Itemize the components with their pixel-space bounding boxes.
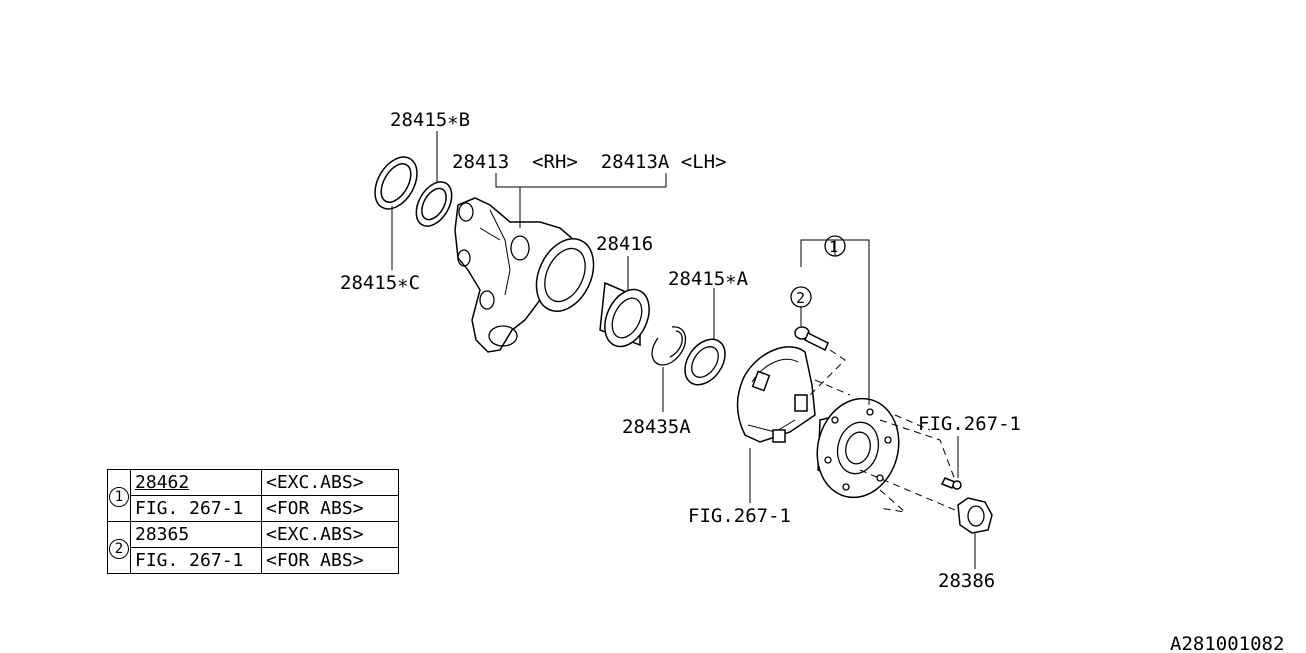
sensor-screw [940, 477, 962, 490]
table-note-cell: <FOR ABS> [261, 547, 399, 574]
table-note-cell: <FOR ABS> [261, 495, 399, 522]
hub-flange [816, 397, 900, 499]
hub-bolt [794, 326, 829, 352]
table-note-cell: <EXC.ABS> [261, 521, 399, 548]
table-row: FIG. 267-1 <FOR ABS> [108, 547, 399, 574]
oil-seal-b [415, 181, 453, 227]
label-bearing: 28416 [596, 233, 653, 255]
snap-ring [651, 326, 686, 366]
label-seal-b: 28415∗B [390, 109, 470, 131]
label-snap-ring: 28435A [622, 416, 691, 438]
table-part-cell: 28462 [130, 469, 262, 496]
oil-seal-a [684, 338, 726, 386]
label-ref-two: 2 [796, 289, 805, 307]
ref-marker-two: 2 [109, 538, 129, 559]
table-note-cell: <EXC.ABS> [261, 469, 399, 496]
parts-reference-table: 1 28462 <EXC.ABS> FIG. 267-1 <FOR ABS> 2… [107, 469, 399, 574]
ref-marker-one: 1 [109, 486, 129, 507]
table-part-cell: FIG. 267-1 [130, 495, 262, 522]
diagram-code: A281001082 [1170, 633, 1284, 653]
label-fig-bottom: FIG.267-1 [688, 505, 791, 527]
oil-seal-c [374, 156, 418, 210]
abs-tone-ring [736, 346, 816, 443]
table-part-cell: FIG. 267-1 [130, 547, 262, 574]
table-part-cell: 28365 [130, 521, 262, 548]
table-row: FIG. 267-1 <FOR ABS> [108, 495, 399, 522]
label-fig-right: FIG.267-1 [918, 413, 1021, 435]
label-nut: 28386 [938, 570, 995, 592]
table-row: 1 28462 <EXC.ABS> [107, 469, 399, 522]
label-housing: 28413 <RH> 28413A <LH> [452, 151, 727, 173]
label-ref-one: 1 [829, 238, 838, 256]
table-marker-cell: 2 [107, 521, 131, 574]
ref-two-circle [790, 286, 812, 308]
table-row: 2 28365 <EXC.ABS> [107, 521, 399, 574]
table-marker-cell: 1 [107, 469, 131, 522]
hub-housing [454, 197, 595, 353]
label-seal-c: 28415∗C [340, 272, 420, 294]
axle-nut [957, 497, 993, 534]
label-seal-a: 28415∗A [668, 268, 749, 290]
ref-one-circle [824, 235, 846, 257]
hub-bearing [599, 281, 650, 348]
